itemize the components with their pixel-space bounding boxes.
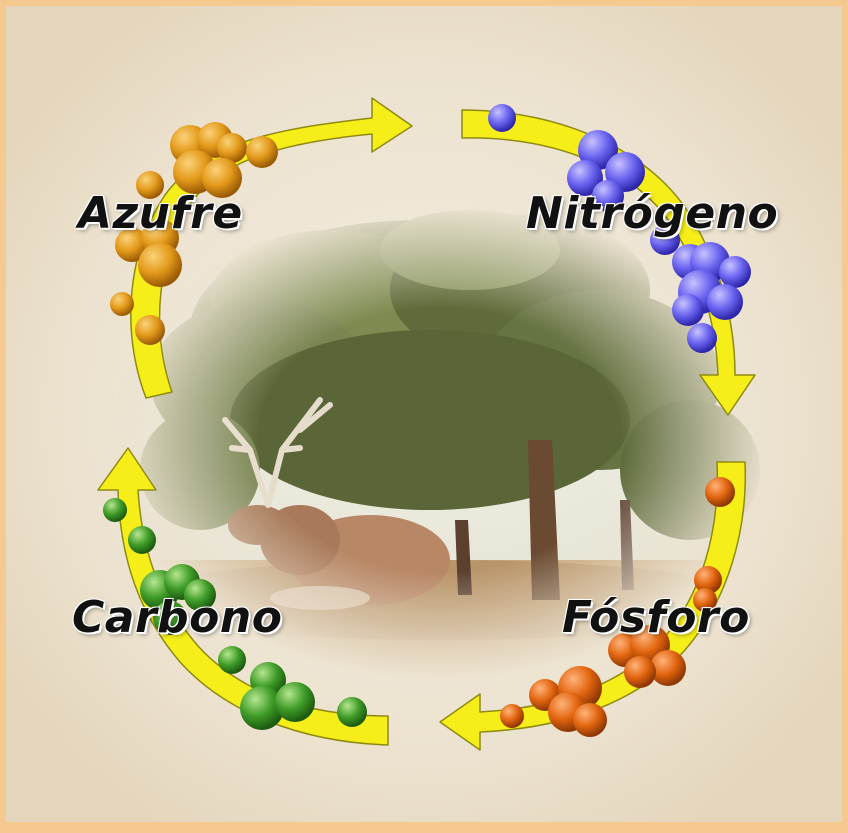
label-azufre: Azufre <box>78 188 243 239</box>
label-carbono: Carbono <box>72 592 282 643</box>
label-fosforo: Fósforo <box>562 592 750 643</box>
label-nitrogeno: Nitrógeno <box>526 188 778 239</box>
